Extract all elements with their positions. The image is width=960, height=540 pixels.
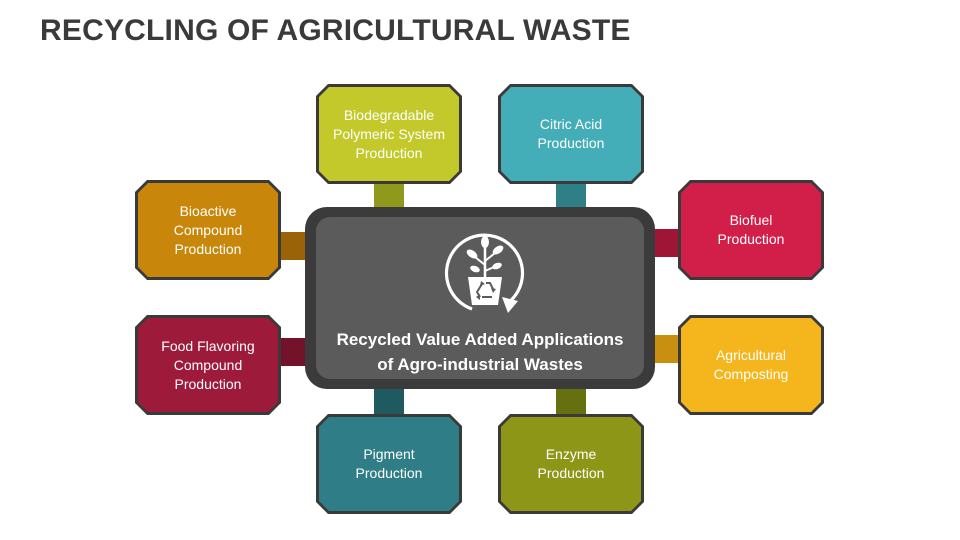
node-label-citric-acid: Citric Acid Production [501, 87, 641, 181]
center-hub: Recycled Value Added Applications of Agr… [305, 207, 655, 389]
node-label-biofuel: Biofuel Production [681, 183, 821, 277]
connector-pigment [374, 383, 404, 419]
node-citric-acid: Citric Acid Production [498, 84, 644, 184]
node-biofuel: Biofuel Production [678, 180, 824, 280]
node-biodegradable: Biodegradable Polymeric System Productio… [316, 84, 462, 184]
node-label-enzyme: Enzyme Production [501, 417, 641, 511]
center-title: Recycled Value Added Applications of Agr… [336, 330, 624, 374]
connector-enzyme [556, 383, 586, 419]
node-label-agricultural-composting: Agricultural Composting [681, 318, 821, 412]
node-label-food-flavoring: Food Flavoring Compound Production [138, 318, 278, 412]
node-food-flavoring: Food Flavoring Compound Production [135, 315, 281, 415]
node-bioactive: Bioactive Compound Production [135, 180, 281, 280]
node-label-pigment: Pigment Production [319, 417, 459, 511]
node-label-biodegradable: Biodegradable Polymeric System Productio… [319, 87, 459, 181]
node-agricultural-composting: Agricultural Composting [678, 315, 824, 415]
center-hub-inner: Recycled Value Added Applications of Agr… [316, 217, 644, 379]
recycle-plant-icon [444, 233, 525, 313]
page-title: RECYCLING OF AGRICULTURAL WASTE [40, 14, 631, 47]
node-label-bioactive: Bioactive Compound Production [138, 183, 278, 277]
node-pigment: Pigment Production [316, 414, 462, 514]
node-enzyme: Enzyme Production [498, 414, 644, 514]
